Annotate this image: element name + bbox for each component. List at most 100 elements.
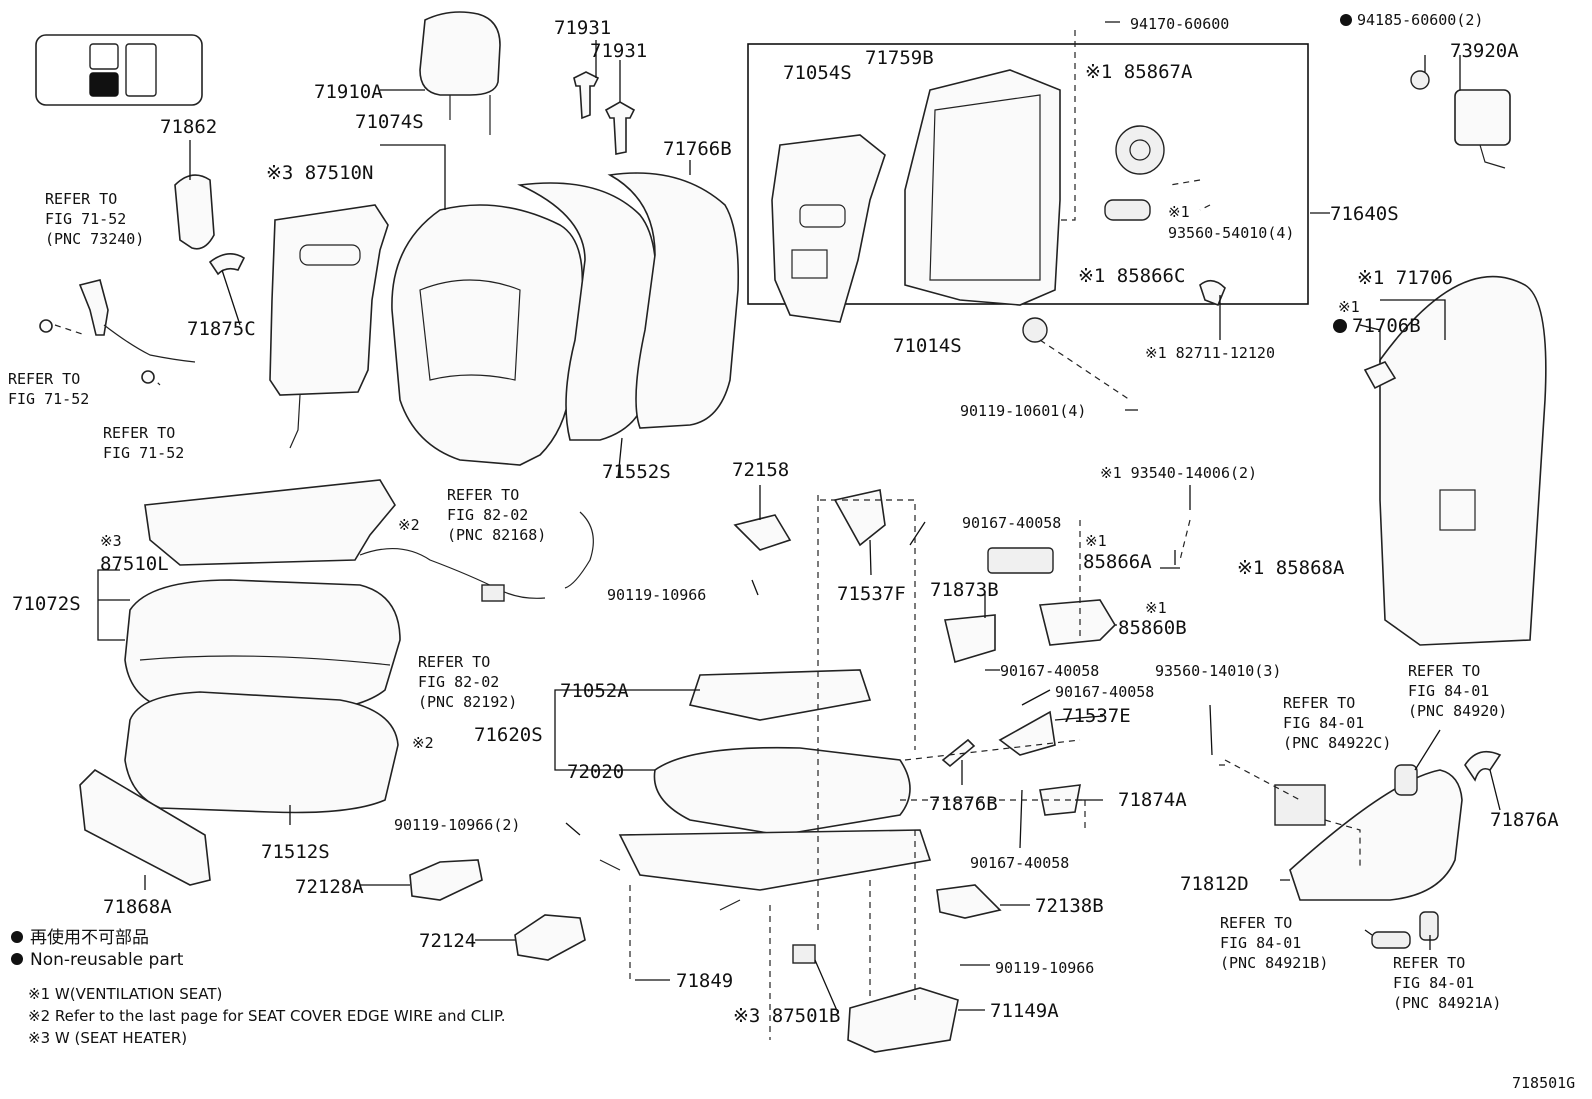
- duct-85866C-shape: [1104, 199, 1151, 221]
- cover-72128A-shape: [409, 859, 483, 901]
- label-90119-10966-2: 90119-10966(2): [394, 816, 520, 834]
- label-72138B: 72138B: [1035, 895, 1104, 917]
- cover-72124-shape: [514, 914, 586, 961]
- label-71862: 71862: [160, 116, 217, 138]
- label-90119-10966-c: 90119-10966: [995, 959, 1094, 977]
- part-labels: 71931 71931 71910A 71074S 71862 ※3 87510…: [12, 11, 1559, 1027]
- refer-fig-71-52-pnc-73240-line2: FIG 71-52: [45, 210, 126, 228]
- refer-fig-82-02-pnc-82192-line3: (PNC 82192): [418, 693, 517, 711]
- label-72020: 72020: [567, 761, 624, 783]
- blower-85867A-shape: [1115, 125, 1165, 175]
- label-85860B: 85860B: [1118, 617, 1187, 639]
- seatback-cover-shape: [391, 204, 584, 466]
- wire-harness-shape: [359, 511, 594, 602]
- label-90167-40058-b: 90167-40058: [1000, 662, 1099, 680]
- label-71620S: 71620S: [474, 724, 543, 746]
- refer-fig-82-02-pnc-82192-line1: REFER TO: [418, 653, 490, 671]
- label-71849: 71849: [676, 970, 733, 992]
- clip-82711-shape: [1199, 279, 1226, 307]
- legend-bullet-en: [11, 953, 23, 965]
- blower-85860B-shape: [1038, 599, 1117, 646]
- refer-fig-84-01-pnc-84922C-line1: REFER TO: [1283, 694, 1355, 712]
- label-71014S: 71014S: [893, 335, 962, 357]
- label-87501B: ※3 87501B: [733, 1005, 840, 1027]
- label-82711-12120: ※1 82711-12120: [1145, 344, 1275, 362]
- label-85860B-mark: ※1: [1145, 599, 1167, 617]
- legend-non-reusable-en: Non-reusable part: [30, 950, 184, 970]
- refer-fig-71-52-c-line2: FIG 71-52: [103, 444, 184, 462]
- knob-84920-shape: [1394, 764, 1418, 796]
- shield-71868A-shape: [79, 768, 211, 886]
- label-72124: 72124: [419, 930, 476, 952]
- label-93560-54010: 93560-54010(4): [1168, 224, 1294, 242]
- refer-fig-84-01-pnc-84920-line2: FIG 84-01: [1408, 682, 1489, 700]
- seatback-frame-group-box: [747, 43, 1309, 305]
- heater-pad-back-shape: [269, 204, 389, 449]
- label-71873B: 71873B: [930, 579, 999, 601]
- knob-84921A-shape: [1419, 911, 1439, 941]
- module-73920A-shape: [1454, 89, 1511, 169]
- adjuster-track-shape: [599, 829, 932, 911]
- label-71759B: 71759B: [865, 47, 934, 69]
- legend-note-3: ※3 W (SEAT HEATER): [28, 1029, 187, 1047]
- label-90167-40058-c: 90167-40058: [1055, 683, 1154, 701]
- refer-fig-71-52-pnc-73240-line3: (PNC 73240): [45, 230, 144, 248]
- label-85868A: ※1 85868A: [1237, 557, 1345, 579]
- refer-fig-84-01-pnc-84921B-line2: FIG 84-01: [1220, 934, 1301, 952]
- label-85866A-mark: ※1: [1085, 532, 1107, 550]
- refer-fig-84-01-pnc-84921B-line1: REFER TO: [1220, 914, 1292, 932]
- nut-94185-shape: [1410, 70, 1430, 90]
- side-shield-71812D-shape: [1289, 769, 1463, 901]
- label-90119-10966-a: 90119-10966: [607, 586, 706, 604]
- cushion-cover-shape: [124, 579, 401, 713]
- label-90167-40058-a: 90167-40058: [962, 514, 1061, 532]
- cushion-frame-72020-shape: [653, 746, 911, 836]
- label-85866A: 85866A: [1083, 551, 1152, 573]
- label-71640S: 71640S: [1330, 203, 1399, 225]
- label-71149A: 71149A: [990, 1000, 1059, 1022]
- back-panel-71054S-shape: [771, 134, 886, 323]
- label-71552S: 71552S: [602, 461, 671, 483]
- switch-cover-71149A-shape: [847, 987, 959, 1053]
- label-71868A: 71868A: [103, 896, 172, 918]
- refer-fig-82-02-pnc-82168-line2: FIG 82-02: [447, 506, 528, 524]
- cover-72138B-shape: [936, 884, 1002, 919]
- diagram-id: 718501G: [1512, 1074, 1575, 1092]
- bracket-72158-shape: [733, 514, 792, 551]
- clip-71706B-shape: [1363, 361, 1397, 390]
- non-reusable-bullet-71706B: [1333, 319, 1347, 333]
- non-reusable-bullet-94185: [1340, 14, 1352, 26]
- knob-84921B-shape: [1371, 931, 1411, 949]
- back-board-71706-shape: [1379, 275, 1547, 646]
- label-71074S: 71074S: [355, 111, 424, 133]
- seatback-cover-2-shape: [517, 182, 657, 441]
- seat-locator-icon: [35, 34, 203, 106]
- label-90119-10601: 90119-10601(4): [960, 402, 1086, 420]
- guide-71931-a-shape: [573, 71, 600, 120]
- refer-fig-71-52-b-line2: FIG 71-52: [8, 390, 89, 408]
- label-71512S: 71512S: [261, 841, 330, 863]
- label-94170-60600: 94170-60600: [1130, 15, 1229, 33]
- legend-note-2: ※2 Refer to the last page for SEAT COVER…: [28, 1007, 505, 1025]
- label-72158: 72158: [732, 459, 789, 481]
- label-71931-a: 71931: [554, 17, 611, 39]
- label-71874A: 71874A: [1118, 789, 1187, 811]
- label-94185-60600: 94185-60600(2): [1357, 11, 1483, 29]
- label-85866C: ※1 85866C: [1078, 265, 1185, 287]
- label-72128A: 72128A: [295, 876, 364, 898]
- refer-fig-82-02-pnc-82168-line3: (PNC 82168): [447, 526, 546, 544]
- refer-fig-84-01-pnc-84920-line1: REFER TO: [1408, 662, 1480, 680]
- legend-note-1: ※1 W(VENTILATION SEAT): [28, 985, 222, 1003]
- label-93560-14010: 93560-14010(3): [1155, 662, 1281, 680]
- label-71875C: 71875C: [187, 318, 256, 340]
- refer-fig-84-01-pnc-84921A-line1: REFER TO: [1393, 954, 1465, 972]
- refer-fig-84-01-pnc-84920-line3: (PNC 84920): [1408, 702, 1507, 720]
- label-note2-b: ※2: [412, 734, 434, 752]
- seatbelt-buckle-shape: [39, 279, 196, 386]
- refer-fig-82-02-pnc-82168-line1: REFER TO: [447, 486, 519, 504]
- clip-71875C-shape: [208, 253, 246, 276]
- label-71931-b: 71931: [590, 40, 647, 62]
- bracket-71873B-shape: [944, 614, 996, 664]
- label-87510N: ※3 87510N: [266, 162, 373, 184]
